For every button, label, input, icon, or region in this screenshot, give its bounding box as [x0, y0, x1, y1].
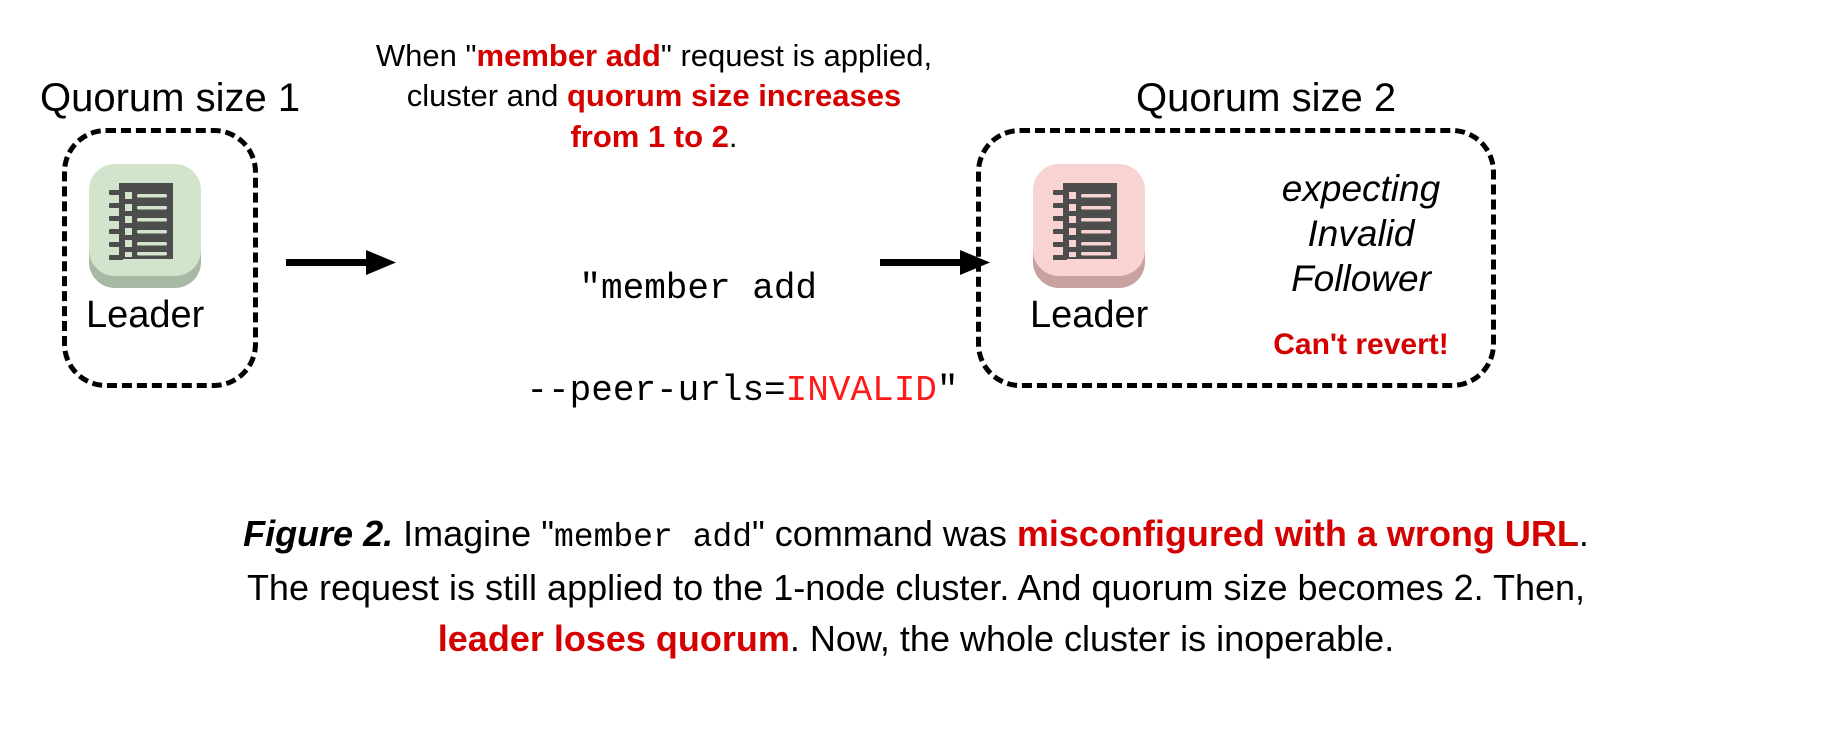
caption-text-1: Imagine "	[393, 513, 554, 554]
quorum-size-left-heading: Quorum size 1	[40, 76, 301, 120]
leader-label-left: Leader	[86, 294, 205, 336]
top-note-from-1-to-2: from 1 to 2	[570, 118, 729, 154]
follower-note-line-2: Invalid	[1307, 213, 1415, 255]
ledger-notebook-icon	[89, 164, 202, 276]
leader-label-right: Leader	[1030, 294, 1149, 336]
right-arrow-icon-right	[880, 246, 990, 285]
node-left: Leader	[86, 158, 204, 334]
member-add-command: "member add --peer-urls=INVALID"	[440, 212, 958, 468]
caption-highlight-leader-loses-quorum: leader loses quorum	[437, 618, 790, 660]
caption-highlight-misconfigured: misconfigured with a wrong URL	[1016, 513, 1579, 554]
quorum-size-right-heading: Quorum size 2	[1136, 76, 1397, 120]
command-line-2-suffix: "	[936, 370, 959, 412]
ledger-notebook-icon	[1033, 164, 1146, 276]
caption-line-1: Figure 2. Imagine "member add" command w…	[66, 508, 1766, 562]
leader-icon-left-wrap	[86, 158, 204, 288]
caption-text-4: . Now, the whole cluster is inoperable.	[789, 618, 1395, 660]
leader-icon-right-wrap	[1030, 158, 1148, 288]
top-note-seg4: cluster and	[406, 78, 567, 114]
top-note-seg7: .	[728, 118, 738, 154]
top-note-seg1: When "	[375, 38, 477, 73]
caption-line-2: The request is still applied to the 1-no…	[246, 566, 1586, 608]
node-right: Leader	[1030, 158, 1148, 334]
cluster-box-left	[62, 128, 258, 388]
figure-label: Figure 2.	[243, 513, 394, 554]
right-arrow-icon-left	[286, 246, 396, 285]
caption-text-2: " command was	[752, 513, 1017, 554]
figure-caption: Figure 2. Imagine "member add" command w…	[66, 508, 1766, 665]
command-line-1: "member add	[579, 268, 818, 310]
top-explanation-note: When "member add" request is applied, cl…	[352, 36, 956, 157]
top-note-member-add: member add	[476, 38, 661, 73]
top-note-quorum-increase: quorum size increases	[567, 78, 902, 114]
command-line-2-prefix: --peer-urls=	[526, 370, 786, 412]
caption-mono-member-add: member add	[553, 519, 753, 556]
follower-note-line-3: Follower	[1291, 258, 1431, 300]
cluster-box-right	[976, 128, 1496, 388]
caption-line-3: leader loses quorum. Now, the whole clus…	[66, 613, 1766, 665]
top-note-seg3: " request is applied,	[660, 38, 933, 73]
cant-revert-warning: Can't revert!	[1273, 328, 1449, 361]
caption-text-3: .	[1578, 513, 1589, 554]
follower-note-line-1: expecting	[1281, 168, 1441, 209]
expecting-invalid-follower-note: expecting Invalid Follower	[1236, 166, 1486, 301]
command-invalid-value: INVALID	[785, 370, 937, 412]
